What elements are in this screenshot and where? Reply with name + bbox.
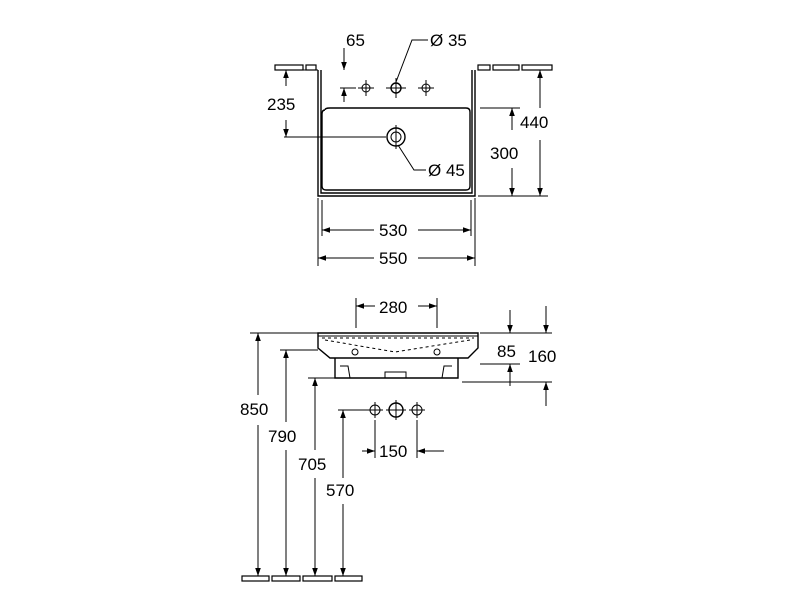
dim-tap-depth-label: 235 xyxy=(267,95,295,114)
supply-connection-center-icon xyxy=(386,400,406,420)
tap-hole-left-icon xyxy=(358,80,374,96)
dim-outer-width-label: 550 xyxy=(379,249,407,268)
dim-drain-label: Ø 45 xyxy=(428,161,465,180)
floor-line xyxy=(241,575,363,582)
dim-waste-from-floor-label: 705 xyxy=(298,455,326,474)
dim-rim-height-label: 85 xyxy=(497,342,516,361)
top-wall-line xyxy=(274,64,553,71)
supply-connection-right-icon xyxy=(409,402,425,418)
dim-inner-width-label: 530 xyxy=(379,221,407,240)
basin-underside-outline xyxy=(334,358,459,379)
basin-bowl-outline xyxy=(321,107,471,191)
tap-hole-right-icon xyxy=(418,80,434,96)
side-view: 280 85 160 150 xyxy=(240,298,556,582)
dim-tap-spacing-label: 150 xyxy=(379,442,407,461)
drain-hole-icon xyxy=(330,125,406,149)
dim-hole-offset-label: 65 xyxy=(346,31,365,50)
dim-rim-from-floor-label: 850 xyxy=(240,400,268,419)
dim-basin-depth-label: 300 xyxy=(490,144,518,163)
dim-total-height-label: 160 xyxy=(528,347,556,366)
basin-outer-outline xyxy=(317,70,476,197)
top-view: 65 Ø 35 235 440 300 Ø 45 530 55 xyxy=(267,31,553,268)
supply-connection-left-icon xyxy=(367,402,383,418)
dim-supply-from-floor-label: 570 xyxy=(326,481,354,500)
basin-side-outline xyxy=(317,332,479,359)
dim-tap-hole-label: Ø 35 xyxy=(430,31,467,50)
dim-overall-depth-label: 440 xyxy=(520,113,548,132)
dim-waste-spacing-label: 280 xyxy=(379,298,407,317)
dim-underside-from-floor-label: 790 xyxy=(268,427,296,446)
